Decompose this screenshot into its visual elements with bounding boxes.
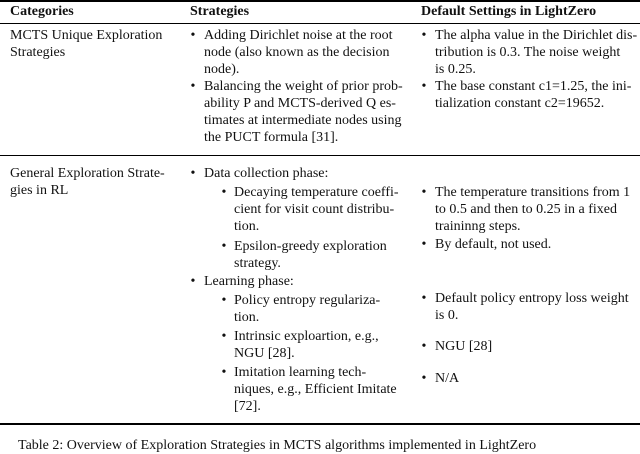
table-caption: Table 2: Overview of Exploration Strateg… [18, 438, 537, 453]
bullet-icon: • [221, 293, 227, 308]
bullet-icon: • [421, 28, 427, 43]
header-default-settings: Default Settings in LightZero [421, 4, 597, 19]
strategy-imitation-line3: [72]. [234, 399, 261, 414]
strategy-epsilon-line2: strategy. [234, 256, 281, 271]
strategy-dirichlet-line3: node). [204, 62, 240, 77]
bullet-icon: • [190, 274, 196, 289]
bullet-icon: • [190, 28, 196, 43]
bullet-icon: • [190, 166, 196, 181]
table-top-rule [0, 0, 640, 2]
bullet-icon: • [421, 291, 427, 306]
setting-epsilon: By default, not used. [435, 237, 552, 252]
strategy-puct-line1: Balancing the weight of prior prob- [204, 79, 403, 94]
bullet-icon: • [421, 371, 427, 386]
header-categories: Categories [10, 4, 74, 19]
header-strategies: Strategies [190, 4, 250, 19]
setting-puct-line1: The base constant c1=1.25, the ini- [435, 79, 632, 94]
strategy-intrinsic-line2: NGU [28]. [234, 346, 295, 361]
setting-temperature-line3: traininng steps. [435, 219, 521, 234]
row2-category-line2: gies in RL [10, 183, 69, 198]
strategy-puct-line4: the PUCT formula [31]. [204, 130, 339, 145]
strategy-epsilon-line1: Epsilon-greedy exploration [234, 239, 387, 254]
row1-category-line2: Strategies [10, 45, 66, 60]
bullet-icon: • [221, 185, 227, 200]
strategy-temperature-line3: tion. [234, 219, 260, 234]
strategy-entropy-line2: tion. [234, 310, 260, 325]
strategy-temperature-line2: cient for visit count distribu- [234, 202, 395, 217]
row1-category-line1: MCTS Unique Exploration [10, 28, 163, 43]
bullet-icon: • [221, 239, 227, 254]
row-divider-rule [0, 155, 640, 156]
setting-puct-line2: tialization constant c2=19652. [435, 96, 605, 111]
strategy-puct-line3: timates at intermediate nodes using [204, 113, 402, 128]
phase-data-collection: Data collection phase: [204, 166, 329, 181]
phase-learning: Learning phase: [204, 274, 294, 289]
setting-ngu: NGU [28] [435, 339, 493, 354]
setting-dirichlet-line1: The alpha value in the Dirichlet dis- [435, 28, 638, 43]
setting-dirichlet-line2: tribution is 0.3. The noise weight [435, 45, 621, 60]
bullet-icon: • [190, 79, 196, 94]
setting-temperature-line2: to 0.5 and then to 0.25 in a fixed [435, 202, 617, 217]
setting-entropy-line2: is 0. [435, 308, 459, 323]
setting-temperature-line1: The temperature transitions from 1 [435, 185, 631, 200]
strategy-entropy-line1: Policy entropy regulariza- [234, 293, 381, 308]
setting-dirichlet-line3: is 0.25. [435, 62, 476, 77]
strategy-imitation-line1: Imitation learning tech- [234, 365, 367, 380]
strategy-dirichlet-line2: node (also known as the decision [204, 45, 390, 60]
strategy-puct-line2: ability P and MCTS-derived Q es- [204, 96, 396, 111]
setting-entropy-line1: Default policy entropy loss weight [435, 291, 629, 306]
strategy-temperature-line1: Decaying temperature coeffi- [234, 185, 399, 200]
setting-imitation: N/A [435, 371, 460, 386]
strategy-dirichlet-line1: Adding Dirichlet noise at the root [204, 28, 393, 43]
bullet-icon: • [421, 185, 427, 200]
bullet-icon: • [421, 79, 427, 94]
strategy-intrinsic-line1: Intrinsic exploartion, e.g., [234, 329, 379, 344]
row2-category-line1: General Exploration Strate- [10, 166, 165, 181]
bullet-icon: • [221, 365, 227, 380]
bullet-icon: • [421, 339, 427, 354]
bullet-icon: • [221, 329, 227, 344]
header-bottom-rule [0, 23, 640, 24]
strategy-imitation-line2: niques, e.g., Efficient Imitate [234, 382, 397, 397]
bullet-icon: • [421, 237, 427, 252]
table-bottom-rule [0, 423, 640, 425]
